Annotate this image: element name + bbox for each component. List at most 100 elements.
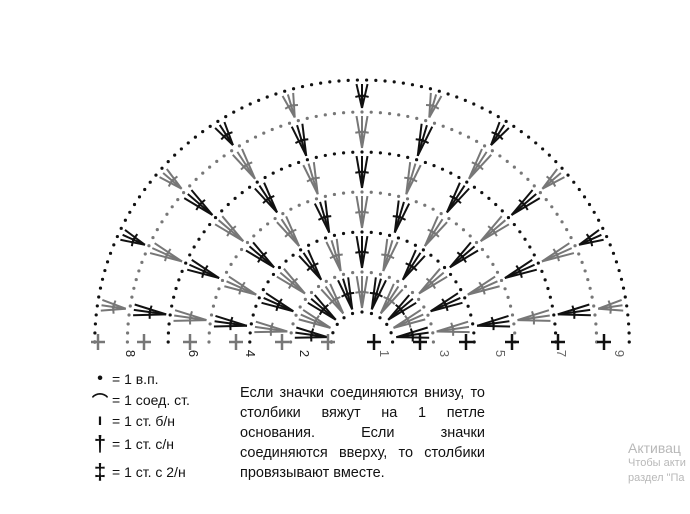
stitch-crossbar (309, 328, 315, 337)
legend-item-double: † = 1 ст. с/н (88, 431, 190, 457)
chain-stitch-dot (119, 226, 123, 230)
chain-stitch-dot (253, 135, 258, 139)
chain-stitch-dot (201, 171, 205, 175)
row-label: 4 (243, 349, 259, 358)
chain-stitch-dot (335, 322, 339, 326)
chain-stitch-dot (207, 340, 211, 344)
chain-stitch-dot (374, 78, 378, 82)
chain-stitch-dot (504, 119, 508, 123)
stitch-crossbar (399, 307, 406, 316)
chain-stitch-dot (273, 216, 277, 221)
chain-stitch-dot (519, 171, 523, 175)
chain-stitch-dot (197, 237, 201, 241)
stitch-crossbar (202, 265, 209, 273)
chain-stitch-dot (284, 259, 288, 263)
row-label: 8 (123, 349, 139, 358)
chain-stitch-dot (342, 316, 346, 320)
chain-stitch-dot (271, 171, 275, 175)
chain-stitch-dot (155, 228, 159, 232)
stitch-crossbar (224, 131, 233, 136)
chain-stitch-dot (188, 184, 192, 188)
chain-stitch-dot (415, 116, 419, 120)
chain-stitch-dot (439, 212, 443, 216)
chain-stitch-dot (369, 150, 373, 154)
chain-stitch-dot (245, 240, 250, 245)
chain-stitch-dot (472, 340, 476, 344)
chain-stitch-dot (432, 164, 436, 168)
chain-stitch-dot (369, 311, 374, 316)
stitch-crossbar (198, 199, 206, 206)
chain-stitch-dot (360, 150, 364, 154)
chain-stitch-dot (454, 280, 458, 284)
chain-stitch-dot (112, 243, 116, 247)
stitch-crossbar (188, 311, 193, 320)
chain-stitch-dot (351, 270, 355, 275)
chain-stitch-dot (220, 209, 224, 213)
chain-stitch-dot (289, 340, 293, 344)
chain-stitch-dot (512, 322, 516, 326)
chain-stitch-dot (319, 81, 323, 85)
chain-stitch-dot (590, 295, 594, 299)
chain-stitch-dot (224, 115, 228, 119)
chain-stitch-dot (289, 207, 293, 211)
chain-stitch-dot (594, 322, 598, 326)
chain-stitch-dot (194, 177, 198, 181)
chain-stitch-dot (414, 158, 419, 162)
chain-stitch-dot (488, 110, 492, 114)
chain-stitch-dot (378, 272, 383, 276)
chain-stitch-dot (550, 205, 554, 209)
stitch-crossbar (461, 254, 467, 263)
chain-stitch-dot (619, 277, 624, 281)
chain-stitch-dot (403, 284, 408, 289)
chain-stitch-dot (230, 149, 234, 153)
chain-stitch-dot (263, 175, 267, 180)
chain-stitch-dot (396, 236, 401, 240)
chain-stitch-dot (586, 277, 590, 282)
chain-stitch-dot (528, 245, 532, 249)
chain-stitch-dot (580, 260, 584, 264)
chain-stitch-dot (143, 252, 147, 256)
chain-stitch-dot (449, 171, 453, 175)
chain-stitch-dot (468, 234, 472, 238)
chain-stitch-dot (582, 195, 587, 199)
activation-watermark: Активац Чтобы акти раздел "Па (628, 440, 686, 486)
chain-stitch-dot (378, 231, 383, 236)
chain-stitch-dot (593, 313, 597, 317)
stitch-crossbar (323, 215, 332, 219)
chain-stitch-dot (626, 313, 630, 317)
chain-stitch-dot (540, 269, 544, 273)
chain-stitch-dot (423, 203, 427, 207)
chain-stitch-dot (249, 322, 253, 326)
chain-stitch-dot (208, 322, 212, 326)
chain-stitch-dot (597, 218, 601, 222)
chain-stitch-dot (170, 304, 174, 308)
stitch-crossbar (360, 290, 369, 294)
chain-stitch-dot (627, 322, 631, 326)
chain-stitch-dot (283, 89, 287, 93)
chain-stitch-dot (475, 139, 479, 143)
slip-stitch-icon: ⌒ (91, 393, 108, 411)
chain-stitch-dot (314, 114, 318, 119)
chain-stitch-dot (572, 180, 576, 184)
chain-stitch-dot (240, 106, 244, 110)
chain-stitch-dot (611, 251, 616, 255)
chain-stitch-dot (565, 228, 569, 232)
chain-stitch-dot (566, 173, 570, 177)
chain-stitch-dot (248, 102, 252, 106)
chain-stitch-dot (513, 331, 517, 335)
chain-stitch-dot (482, 144, 487, 148)
chain-stitch-dot (134, 277, 138, 282)
chain-stitch-dot (314, 155, 318, 159)
row-label: 1 (377, 349, 393, 358)
chain-stitch-dot (437, 89, 441, 93)
chain-stitch-dot (387, 152, 392, 156)
chain-stitch-dot (208, 222, 212, 227)
chain-stitch-dot (294, 313, 298, 317)
chain-stitch-dot (176, 198, 180, 202)
chain-stitch-dot (512, 165, 516, 169)
chain-stitch-dot (154, 173, 158, 177)
chain-stitch-dot (128, 304, 132, 308)
chain-stitch-dot (350, 311, 355, 316)
chain-stitch-dot (554, 159, 558, 164)
chain-stitch-dot (234, 255, 238, 259)
